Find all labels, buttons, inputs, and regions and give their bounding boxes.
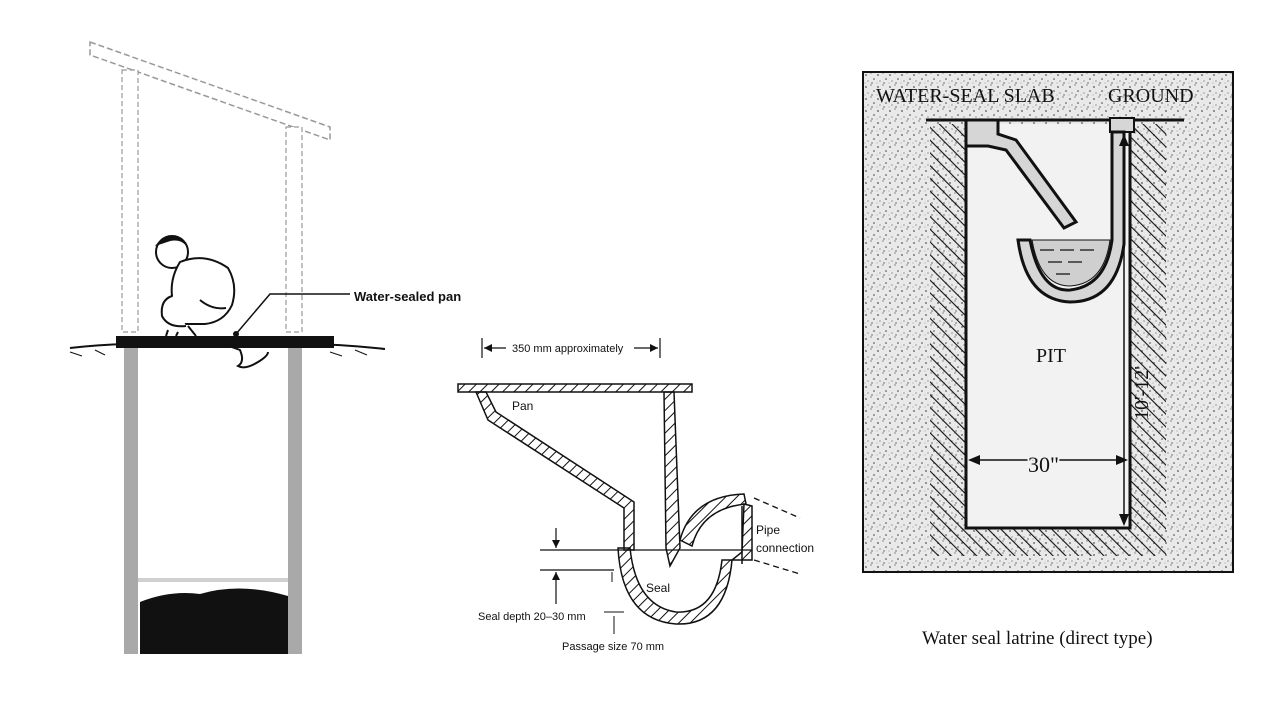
depth-arrow-bottom: [1119, 514, 1129, 526]
water-seal-slab-label: WATER-SEAL SLAB: [876, 85, 1055, 107]
pit-level: [138, 578, 288, 582]
passage-size-label: Passage size 70 mm: [562, 641, 664, 653]
pipe-connection-lower: [753, 559, 801, 575]
slab-right: [1109, 117, 1135, 133]
direct-type-figure: WATER-SEAL SLAB GROUND PIT 10'-12' 30" W…: [862, 71, 1234, 649]
figure-caption: Water seal latrine (direct type): [922, 628, 1153, 649]
pit-outline: [964, 124, 1132, 530]
ground-texture: [69, 349, 368, 357]
seal-depth-label: Seal depth 20–30 mm: [478, 611, 586, 623]
pit-wall-right: [288, 348, 302, 654]
seal-arrowhead-top: [552, 540, 560, 548]
pit-contents: [140, 588, 288, 654]
outlet-pipe-top: [679, 493, 747, 548]
water-ripples: [1040, 249, 1094, 275]
pan-baffle: [663, 391, 681, 569]
seal-label: Seal: [646, 581, 670, 595]
squatting-person: [154, 235, 236, 337]
depth-label: 10'-12': [1131, 366, 1153, 420]
pan-leader-line: [235, 293, 350, 335]
width-approx-label: 350 mm approximately: [512, 343, 624, 355]
soil-hatch-left: [930, 124, 966, 530]
ground-label: GROUND: [1108, 85, 1194, 107]
pipe-label: Pipe: [756, 523, 780, 537]
pan-label: Pan: [512, 399, 533, 413]
pan-section-figure: 350 mm approximately Pan Pipe connection: [457, 338, 814, 653]
roof: [89, 40, 331, 142]
front-post: [121, 69, 139, 333]
soil-hatch-right: [1130, 124, 1166, 530]
pit-wall-left: [124, 348, 138, 654]
trap-water: [1031, 239, 1111, 287]
dim-arrow-right: [650, 344, 658, 352]
dim-arrow-left: [484, 344, 492, 352]
width-label: 30": [1028, 452, 1059, 477]
pipe-connection-upper: [753, 497, 801, 519]
latrine-slab: [116, 336, 334, 348]
water-sealed-pan-label: Water-sealed pan: [354, 289, 461, 304]
back-post: [285, 126, 303, 333]
connection-label: connection: [756, 541, 814, 555]
outlet-pipe-end: [729, 503, 753, 561]
pan-leader-dot: [233, 331, 239, 337]
depth-arrow-top: [1119, 134, 1129, 146]
seal-arrowhead-bottom: [552, 572, 560, 580]
slab-chute: [964, 118, 1079, 230]
pan-rim: [457, 383, 693, 393]
width-arrow-right: [1116, 455, 1128, 465]
u-trap: [617, 547, 733, 625]
pan-trap: [204, 339, 269, 369]
width-arrow-left: [968, 455, 980, 465]
soil-hatch-bottom: [930, 528, 1166, 556]
pit-label: PIT: [1036, 345, 1066, 367]
pan-sloped-wall: [474, 391, 635, 551]
latrine-house-figure: Water-sealed pan: [69, 40, 461, 654]
